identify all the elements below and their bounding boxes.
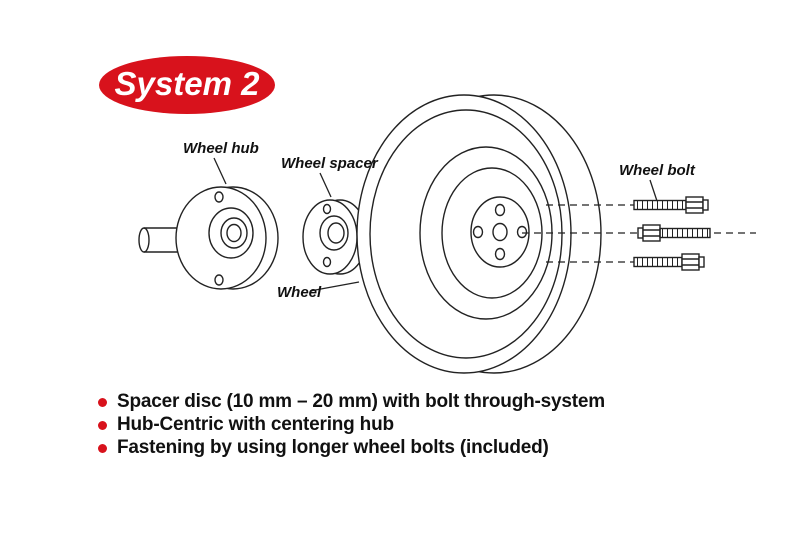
wheel-drawing: [356, 94, 602, 374]
list-item: Spacer disc (10 mm – 20 mm) with bolt th…: [98, 391, 758, 413]
list-item: Hub-Centric with centering hub: [98, 414, 758, 436]
wheel-spacer-label: Wheel spacer: [281, 155, 379, 172]
bullet-dot-icon: [98, 444, 107, 453]
bullet-dot-icon: [98, 398, 107, 407]
leader-line-wheel: [309, 281, 360, 292]
wheel-bolt-bottom-drawing: [546, 253, 705, 271]
feature-text: Spacer disc (10 mm – 20 mm) with bolt th…: [117, 391, 605, 412]
feature-list: Spacer disc (10 mm – 20 mm) with bolt th…: [98, 391, 758, 460]
wheel-bolt-label: Wheel bolt: [619, 162, 696, 179]
leader-line-wheel-bolt: [649, 179, 658, 202]
feature-text: Hub-Centric with centering hub: [117, 414, 394, 435]
system-badge-label: System 2: [114, 65, 260, 102]
leader-line-wheel-hub: [213, 157, 227, 185]
wheel-bolt-top-drawing: [546, 196, 709, 214]
list-item: Fastening by using longer wheel bolts (i…: [98, 437, 758, 459]
wheel-hub-drawing: [175, 186, 279, 290]
wheel-bolt-middle-drawing: [522, 224, 756, 242]
leader-line-wheel-spacer: [319, 172, 332, 198]
wheel-hub-label: Wheel hub: [183, 140, 259, 157]
system-badge: System 2: [99, 56, 275, 114]
wheel-spacer-drawing: [302, 199, 368, 275]
feature-text: Fastening by using longer wheel bolts (i…: [117, 437, 549, 458]
bullet-dot-icon: [98, 421, 107, 430]
wheel-label: Wheel: [277, 284, 322, 301]
